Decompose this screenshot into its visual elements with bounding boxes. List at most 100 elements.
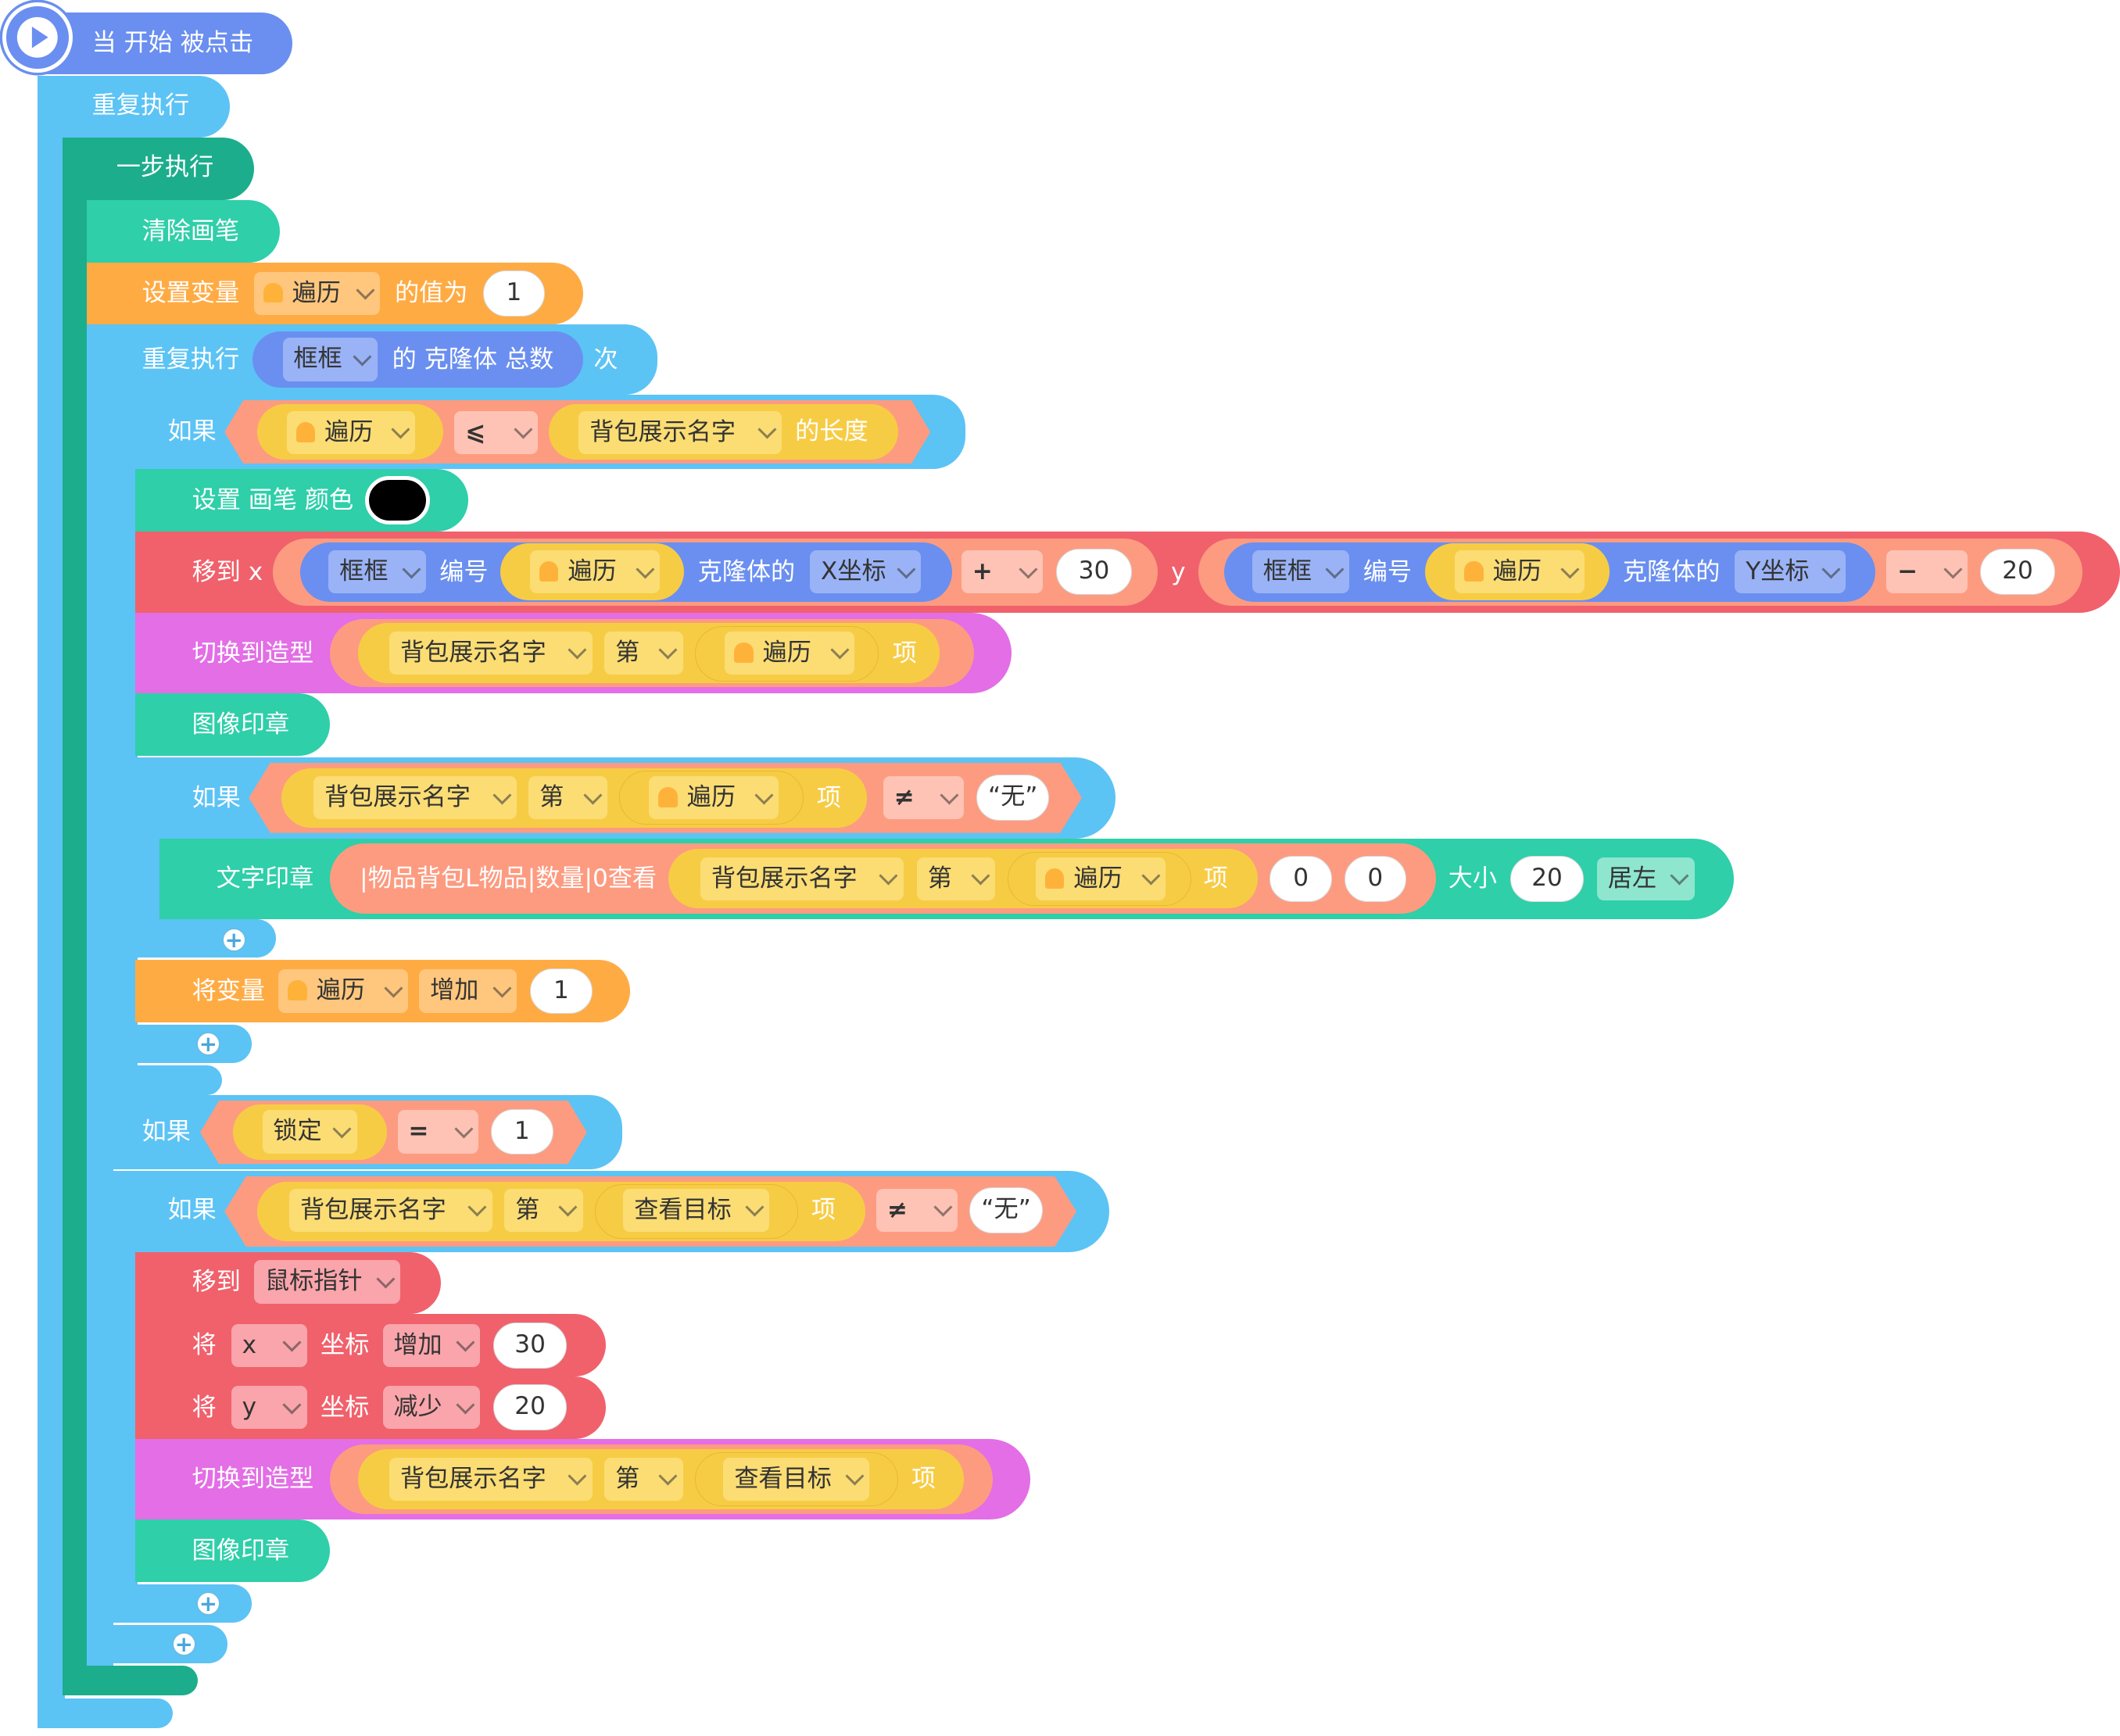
chevron-down-icon <box>830 640 850 660</box>
variable-dropdown[interactable]: 查看目标 <box>723 1457 870 1502</box>
chevron-down-icon <box>940 786 959 804</box>
variable-dropdown[interactable]: 遍历 <box>649 775 779 820</box>
forever-block[interactable] <box>38 75 231 138</box>
y-attribute-dropdown[interactable]: Y坐标 <box>1735 550 1846 594</box>
variable-dropdown[interactable]: 遍历 <box>1455 550 1585 594</box>
change-y-value-input[interactable]: 20 <box>493 1384 567 1431</box>
chevron-down-icon <box>454 1119 474 1139</box>
variable-dropdown[interactable]: 遍历 <box>286 410 416 455</box>
x-offset-input[interactable]: 30 <box>1056 549 1132 596</box>
if1-spine <box>110 395 138 1066</box>
compare-value-input[interactable]: “无” <box>976 775 1050 821</box>
chevron-down-icon <box>1325 560 1345 578</box>
chevron-down-icon <box>745 1197 765 1217</box>
variable-dropdown[interactable]: 遍历 <box>530 550 661 594</box>
axis-dropdown[interactable]: x <box>231 1323 307 1367</box>
align-dropdown[interactable]: 居左 <box>1597 857 1695 901</box>
y-operator-dropdown[interactable]: − <box>1886 550 1968 594</box>
chevron-down-icon <box>658 1466 678 1486</box>
operator-dropdown[interactable]: ≠ <box>876 1188 958 1232</box>
item-label: 项 <box>911 1465 936 1494</box>
sprite-dropdown[interactable]: 框框 <box>328 550 426 594</box>
x-attribute-dropdown[interactable]: X坐标 <box>810 550 922 594</box>
chevron-down-icon <box>282 1333 302 1352</box>
variable-dropdown[interactable]: 锁定 <box>262 1110 357 1154</box>
text-size-input[interactable]: 20 <box>1510 856 1584 902</box>
if2-add-icon[interactable]: + <box>221 927 246 952</box>
variable-dropdown[interactable]: 查看目标 <box>623 1188 770 1232</box>
change-x-label: 将 <box>192 1331 217 1360</box>
if2-bottom <box>134 919 276 957</box>
change-y-mid: 坐标 <box>320 1393 370 1422</box>
ghost-icon <box>295 421 316 442</box>
clear-pen-block[interactable] <box>86 200 281 263</box>
chevron-down-icon <box>933 1197 952 1217</box>
play-icon[interactable] <box>2 2 73 73</box>
nth-dropdown[interactable]: 第 <box>604 631 683 675</box>
chevron-down-icon <box>879 866 898 886</box>
compare-value-input[interactable]: 1 <box>490 1108 553 1155</box>
step-run-block[interactable] <box>62 138 255 200</box>
if4-add-icon[interactable]: + <box>195 1591 220 1616</box>
y-offset-input[interactable]: 20 <box>1979 549 2056 596</box>
clone-count-label: 的 克隆体 总数 <box>392 345 554 374</box>
list-dropdown[interactable]: 背包展示名字 <box>289 1188 492 1232</box>
variable-dropdown[interactable]: 遍历 <box>254 271 381 316</box>
set-variable-value-input[interactable]: 1 <box>482 270 546 317</box>
list-dropdown[interactable]: 背包展示名字 <box>578 410 782 455</box>
if2-label: 如果 <box>192 783 241 812</box>
chevron-down-icon <box>558 1197 578 1217</box>
operator-dropdown[interactable]: ⩽ <box>454 410 539 455</box>
pen-color-swatch[interactable] <box>365 475 431 525</box>
variable-dropdown[interactable]: 遍历 <box>278 969 409 1013</box>
ghost-icon <box>263 282 283 303</box>
list-dropdown[interactable]: 背包展示名字 <box>389 1457 593 1502</box>
chevron-down-icon <box>636 560 655 578</box>
change-op-dropdown[interactable]: 减少 <box>382 1386 481 1430</box>
operator-dropdown[interactable]: ≠ <box>883 775 965 820</box>
step-run-label: 一步执行 <box>116 153 214 182</box>
text-y-input[interactable]: 0 <box>1344 856 1407 902</box>
x-operator-dropdown[interactable]: + <box>961 550 1043 594</box>
nth-dropdown[interactable]: 第 <box>504 1188 583 1232</box>
change-op-dropdown[interactable]: 增加 <box>419 969 517 1013</box>
nth-dropdown[interactable]: 第 <box>528 775 607 820</box>
list-dropdown[interactable]: 背包展示名字 <box>313 775 517 820</box>
if1-label: 如果 <box>167 417 217 446</box>
variable-dropdown[interactable]: 遍历 <box>725 631 855 675</box>
image-stamp-block[interactable] <box>134 693 331 756</box>
nth-dropdown[interactable]: 第 <box>604 1457 683 1502</box>
sprite-dropdown[interactable]: 框框 <box>1252 550 1350 594</box>
chevron-down-icon <box>467 1197 487 1217</box>
event-label: 当 开始 被点击 <box>91 29 254 58</box>
forever-label: 重复执行 <box>91 91 190 120</box>
text-x-input[interactable]: 0 <box>1269 856 1332 902</box>
move-to-y-label: y <box>1171 557 1186 586</box>
chevron-down-icon <box>568 1466 587 1486</box>
nth-dropdown[interactable]: 第 <box>916 857 996 901</box>
ghost-icon <box>1045 868 1065 889</box>
ghost-icon <box>288 980 307 1001</box>
image-stamp-block[interactable] <box>134 1519 331 1582</box>
text-stamp-label: 文字印章 <box>216 864 314 893</box>
target-dropdown[interactable]: 鼠标指针 <box>254 1260 401 1304</box>
item-label: 项 <box>816 783 841 812</box>
forever-bottom <box>38 1698 174 1728</box>
compare-value-input[interactable]: “无” <box>969 1187 1043 1233</box>
sprite-dropdown[interactable]: 框框 <box>282 338 378 381</box>
chevron-down-icon <box>356 281 375 300</box>
image-stamp-label: 图像印章 <box>192 1537 290 1566</box>
if1-add-icon[interactable]: + <box>195 1031 220 1057</box>
if3-add-icon[interactable]: + <box>171 1631 196 1657</box>
list-dropdown[interactable]: 背包展示名字 <box>700 857 904 901</box>
item-label: 项 <box>1203 864 1228 893</box>
operator-dropdown[interactable]: = <box>397 1110 479 1154</box>
axis-dropdown[interactable]: y <box>231 1386 307 1430</box>
change-x-value-input[interactable]: 30 <box>493 1322 567 1369</box>
change-op-dropdown[interactable]: 增加 <box>382 1323 481 1367</box>
variable-dropdown[interactable]: 遍历 <box>1036 857 1166 901</box>
list-dropdown[interactable]: 背包展示名字 <box>389 631 593 675</box>
chevron-down-icon <box>583 786 602 804</box>
change-value-input[interactable]: 1 <box>530 968 593 1015</box>
